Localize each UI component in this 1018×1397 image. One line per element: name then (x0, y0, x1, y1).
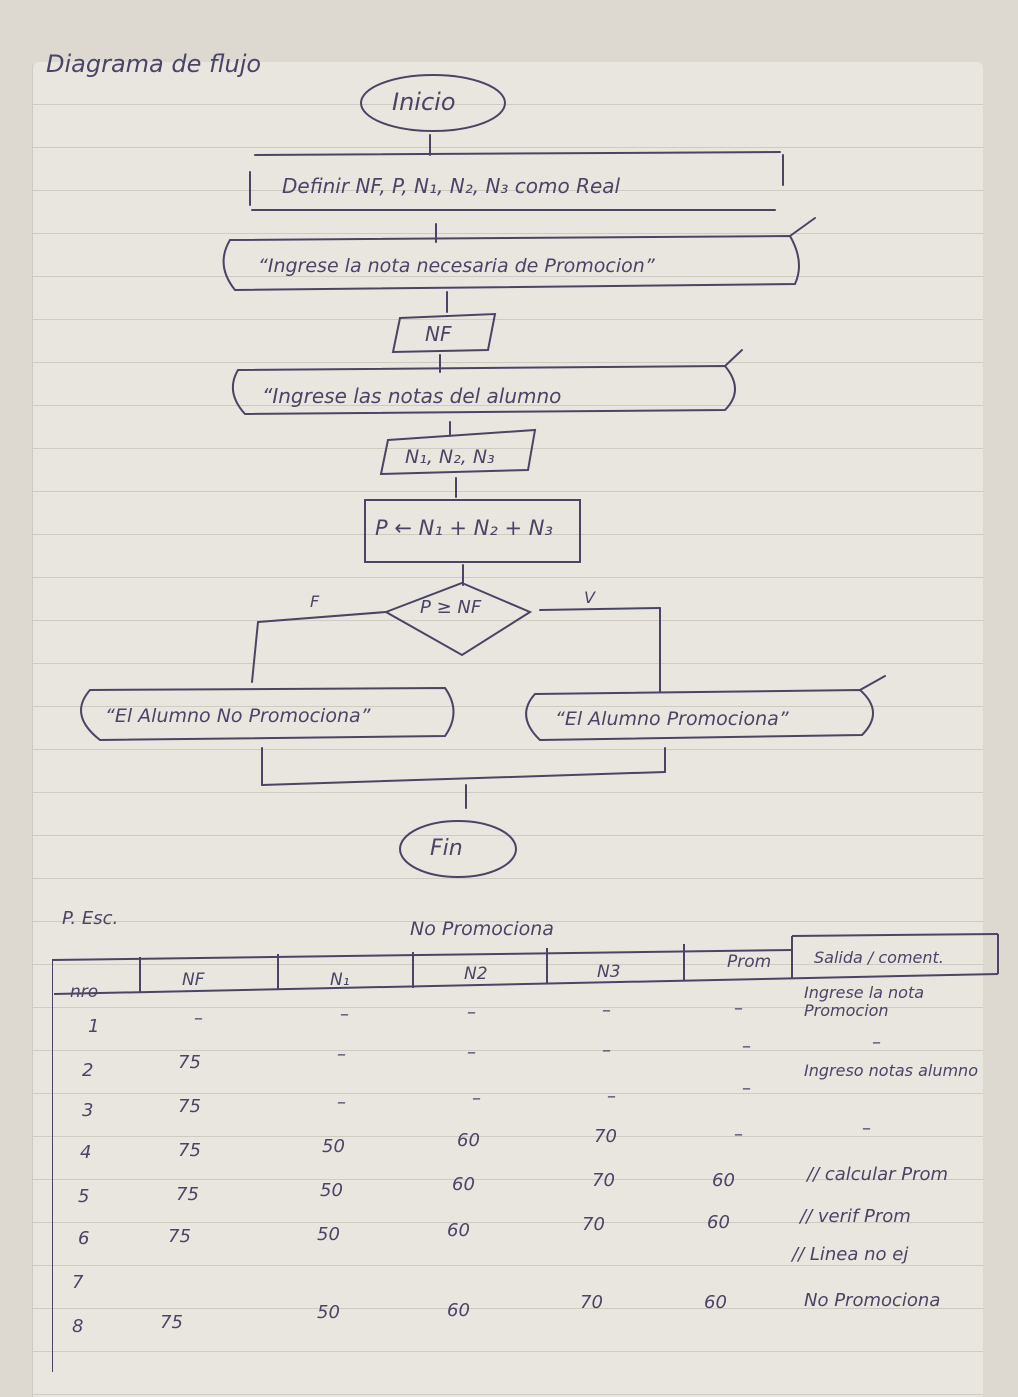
table-row-1-prom: – (734, 998, 743, 1019)
table-row-5-n1: 50 (320, 1180, 343, 1201)
process-label: P ← N₁ + N₂ + N₃ (375, 516, 553, 540)
table-row-2-n3: – (602, 1040, 611, 1061)
table-row-8-n3: 70 (580, 1292, 603, 1313)
prompt-notes-box (231, 364, 736, 416)
out-false-label: “El Alumno No Promociona” (105, 705, 371, 727)
table-row-8-n2: 60 (447, 1300, 470, 1321)
table-row-6-n2: 60 (447, 1220, 470, 1241)
table-row-1-salida: Ingrese la nota Promocion (804, 983, 925, 1020)
flowchart (80, 74, 886, 878)
process-box (364, 499, 581, 563)
table-row-5-n2: 60 (452, 1174, 475, 1195)
header-salida: Salida / coment. (814, 948, 944, 967)
table-row-1-nro: 1 (88, 1016, 100, 1037)
table-row-6-n3: 70 (582, 1214, 605, 1235)
decision-label: P ≥ NF (420, 597, 482, 618)
header-nf: NF (182, 970, 205, 990)
table-row-2-prom: – (742, 1036, 751, 1057)
table-row-5-nf: 75 (176, 1184, 199, 1205)
table-row-8-nf: 75 (160, 1312, 183, 1333)
trace-table-grid (52, 933, 999, 1372)
start-terminal (360, 74, 506, 132)
table-row-8-n1: 50 (317, 1302, 340, 1323)
table-row-3-n3: – (607, 1086, 616, 1107)
header-prom: Prom (727, 952, 772, 972)
header-n1: N₁ (330, 970, 350, 990)
table-row-2-n1: – (337, 1044, 346, 1065)
table-row-5-n3: 70 (592, 1170, 615, 1191)
table-row-7-nro: 7 (72, 1272, 84, 1293)
table-row-3-nf: 75 (178, 1096, 201, 1117)
trace-table: nro NF N₁ N2 N3 Prom Salida / coment. 1 … (52, 932, 1000, 1372)
header-n3: N3 (597, 962, 621, 982)
table-row-3-salida: Ingreso notas alumno (804, 1061, 978, 1080)
table-row-4-prom: – (734, 1124, 743, 1145)
read-notes-label: N₁, N₂, N₃ (405, 446, 495, 468)
table-row-8-salida: No Promociona (804, 1290, 941, 1311)
table-row-1-n1: – (340, 1004, 349, 1025)
header-n2: N2 (464, 964, 488, 984)
table-row-4-n1: 50 (322, 1136, 345, 1157)
trace-subtitle: No Promociona (410, 918, 554, 940)
table-row-6-prom: 60 (707, 1212, 730, 1233)
end-label: Fin (430, 836, 463, 861)
table-row-4-n3: 70 (594, 1126, 617, 1147)
table-row-5-nro: 5 (78, 1186, 90, 1207)
out-true-label: “El Alumno Promociona” (555, 708, 789, 730)
table-row-6-n1: 50 (317, 1224, 340, 1245)
page-title: Diagrama de flujo (46, 50, 262, 78)
table-row-5-prom: 60 (712, 1170, 735, 1191)
table-row-1-n2: – (467, 1002, 476, 1023)
table-row-2-nf: 75 (178, 1052, 201, 1073)
table-row-1-n3: – (602, 1000, 611, 1021)
table-row-4-nro: 4 (80, 1142, 92, 1163)
read-nf-label: NF (425, 322, 452, 346)
table-row-4-nf: 75 (178, 1140, 201, 1161)
table-row-2-salida: – (872, 1032, 881, 1053)
table-row-8-nro: 8 (72, 1316, 84, 1337)
end-terminal (399, 820, 517, 878)
false-branch-label: F (310, 592, 320, 611)
table-row-2-nro: 2 (82, 1060, 94, 1081)
table-row-3-nro: 3 (82, 1100, 94, 1121)
table-row-6-salida: // verif Prom (800, 1206, 911, 1227)
table-row-3-prom: – (742, 1078, 751, 1099)
table-row-1-nf: – (194, 1008, 203, 1029)
out-false-box (80, 686, 455, 742)
true-branch-label: V (584, 588, 595, 607)
table-row-4-n2: 60 (457, 1130, 480, 1151)
out-true-box (525, 688, 874, 742)
table-row-6-nf: 75 (168, 1226, 191, 1247)
prompt-nf-box (222, 234, 800, 292)
read-notes-box (379, 428, 537, 476)
table-row-4-salida: – (862, 1118, 871, 1139)
read-nf-box (391, 312, 497, 354)
table-row-7-salida: // Linea no ej (792, 1244, 909, 1265)
trace-label: P. Esc. (62, 908, 119, 929)
notebook-page (32, 62, 983, 1397)
table-row-5-salida: // calcular Prom (807, 1164, 949, 1185)
prompt-nf-label: “Ingrese la nota necesaria de Promocion” (258, 255, 655, 277)
table-row-3-n1: – (337, 1092, 346, 1113)
header-nro: nro (70, 982, 99, 1002)
table-row-8-prom: 60 (704, 1292, 727, 1313)
table-row-3-n2: – (472, 1088, 481, 1109)
define-label: Definir NF, P, N₁, N₂, N₃ como Real (282, 174, 621, 198)
prompt-notes-label: “Ingrese las notas del alumno (262, 384, 562, 408)
start-label: Inicio (392, 88, 456, 116)
table-row-6-nro: 6 (78, 1228, 90, 1249)
define-box (254, 151, 781, 156)
decision-diamond (383, 581, 533, 657)
table-row-2-n2: – (467, 1042, 476, 1063)
